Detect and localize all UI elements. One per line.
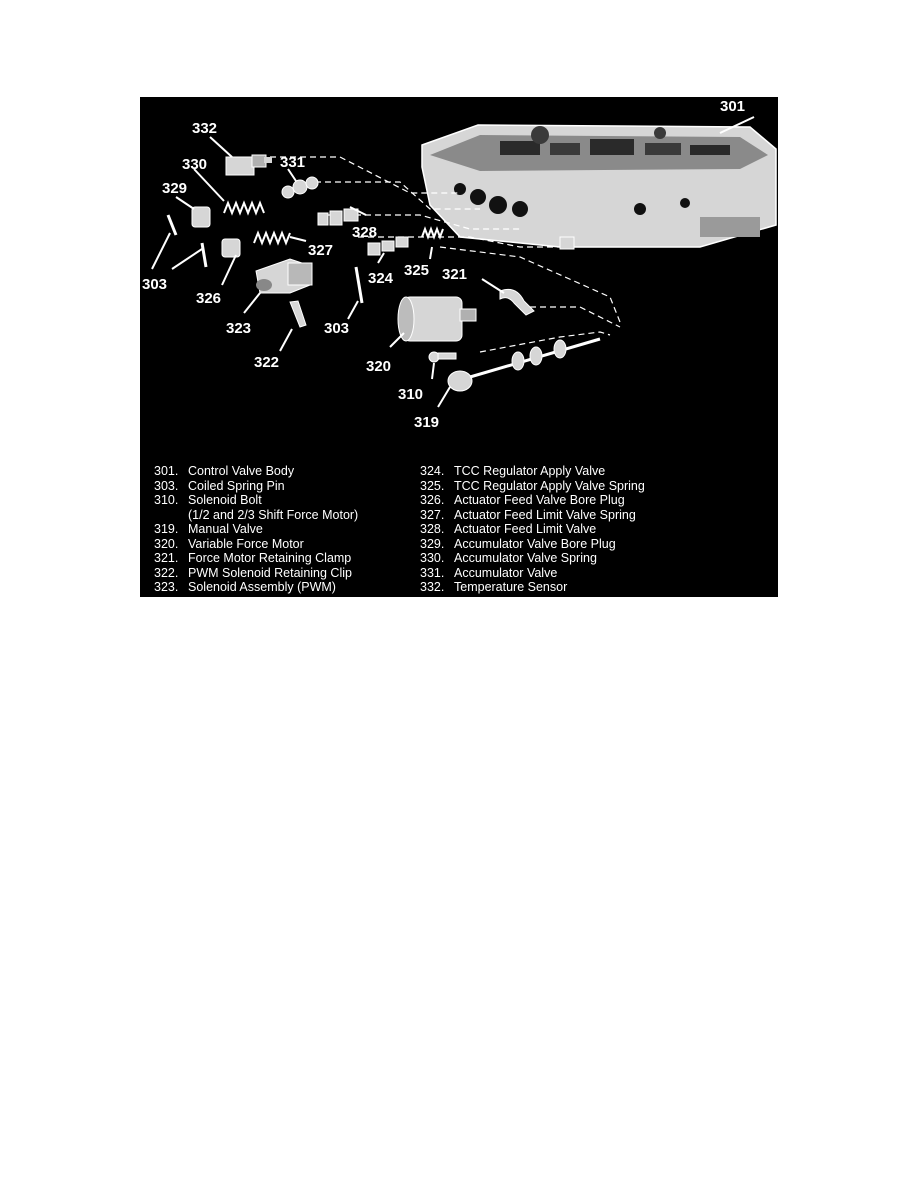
legend-item-label: Actuator Feed Limit Valve <box>454 522 597 536</box>
legend-item-number: 323. <box>154 580 179 594</box>
legend-item-number: 324. <box>420 464 445 478</box>
legend-item-number: 301. <box>154 464 179 478</box>
legend-item-label: Accumulator Valve Bore Plug <box>454 536 616 551</box>
accumulator-bore-plug-part <box>191 206 211 228</box>
legend-item: 326. Actuator Feed Valve Bore Plug <box>420 493 770 508</box>
callout-331: 331 <box>280 154 305 171</box>
callout-301: 301 <box>720 98 745 115</box>
legend-item: 328. Actuator Feed Limit Valve <box>420 522 770 537</box>
callout-310: 310 <box>398 386 423 403</box>
legend-item-label: TCC Regulator Apply Valve <box>454 464 606 478</box>
actuator-feed-spring-part <box>253 230 291 246</box>
force-motor-clamp-part <box>499 288 535 316</box>
callout-329: 329 <box>162 180 187 197</box>
legend-item-number: 303. <box>154 478 179 493</box>
spring-pin-part <box>354 266 364 304</box>
legend-item-label: Control Valve Body <box>188 464 295 478</box>
legend-item-number: 326. <box>420 493 445 507</box>
legend-item-label: Accumulator Valve <box>454 565 558 580</box>
legend-item: 325. TCC Regulator Apply Valve Spring <box>420 479 770 494</box>
accumulator-valve-part <box>281 176 319 199</box>
legend-item-number: 331. <box>420 565 445 580</box>
solenoid-bolt-part <box>428 351 457 363</box>
callout-303: 303 <box>142 276 167 293</box>
legend-item-number <box>154 508 188 523</box>
manual-valve-part <box>447 337 601 392</box>
legend-item-number: 322. <box>154 565 179 580</box>
legend-item-label: Coiled Spring Pin <box>188 478 285 493</box>
legend-item: 301. Control Valve Body <box>154 464 424 479</box>
legend-right-column: 324. TCC Regulator Apply Valve 325. TCC Reg… <box>420 464 770 595</box>
legend-item-number: 329. <box>420 536 445 551</box>
legend-item-label: Variable Force Motor <box>188 536 304 551</box>
callout-320: 320 <box>366 358 391 375</box>
legend-item: 319. Manual Valve <box>154 522 424 537</box>
legend-item: 330. Accumulator Valve Spring <box>420 551 770 566</box>
legend-item-label: Solenoid Bolt <box>188 493 262 507</box>
legend-item-label: Actuator Feed Valve Bore Plug <box>454 493 625 507</box>
legend-item: 303. Coiled Spring Pin <box>154 479 424 494</box>
legend-item-label: Accumulator Valve Spring <box>454 551 597 565</box>
spring-pin-part <box>166 214 178 236</box>
alignment-lines <box>270 156 621 353</box>
callout-326: 326 <box>196 290 221 307</box>
control-valve-body <box>421 124 777 250</box>
actuator-feed-bore-plug-part <box>221 238 241 258</box>
variable-force-motor-part <box>397 296 477 342</box>
legend-item-number: 320. <box>154 536 179 551</box>
legend-item-number: 325. <box>420 478 445 493</box>
legend-item: 331. Accumulator Valve <box>420 566 770 581</box>
callout-332: 332 <box>192 120 217 137</box>
pwm-solenoid-part <box>255 258 313 294</box>
legend-item-label: PWM Solenoid Retaining Clip <box>188 565 352 580</box>
callout-330: 330 <box>182 156 207 173</box>
legend-item-number: 328. <box>420 522 445 536</box>
legend-item: 310. Solenoid Bolt <box>154 493 424 508</box>
legend-item-label: Actuator Feed Limit Valve Spring <box>454 507 636 522</box>
tcc-regulator-valve-part <box>367 236 409 256</box>
legend-item: 329. Accumulator Valve Bore Plug <box>420 537 770 552</box>
exploded-view-figure: 301 332 330 331 329 328 327 303 326 324 … <box>140 97 778 597</box>
legend-item-number: 310. <box>154 493 179 507</box>
legend-item: 321. Force Motor Retaining Clamp <box>154 551 424 566</box>
legend-item: 323. Solenoid Assembly (PWM) <box>154 580 424 595</box>
exploded-diagram: 301 332 330 331 329 328 327 303 326 324 … <box>142 98 777 431</box>
temperature-sensor-part <box>225 154 272 176</box>
callout-321: 321 <box>442 266 467 283</box>
callout-303: 303 <box>324 320 349 337</box>
spring-pin-part <box>200 242 208 268</box>
legend-item-label: TCC Regulator Apply Valve Spring <box>454 478 645 493</box>
legend-item-number: 319. <box>154 522 179 536</box>
pwm-retaining-clip-part <box>289 300 307 328</box>
legend-item: 322. PWM Solenoid Retaining Clip <box>154 566 424 581</box>
callout-324: 324 <box>368 270 394 287</box>
legend-item-number: 330. <box>420 551 445 565</box>
legend-item-number: 321. <box>154 551 179 565</box>
callout-325: 325 <box>404 262 429 279</box>
callout-327: 327 <box>308 242 333 259</box>
callout-322: 322 <box>254 354 279 371</box>
legend-item: (1/2 and 2/3 Shift Force Motor) <box>154 508 424 523</box>
callout-319: 319 <box>414 414 439 431</box>
tcc-regulator-spring-part <box>421 226 444 240</box>
callout-328: 328 <box>352 224 377 241</box>
callout-leaders <box>151 116 755 408</box>
accumulator-spring-part <box>223 200 265 216</box>
callout-323: 323 <box>226 320 251 337</box>
legend-item: 327. Actuator Feed Limit Valve Spring <box>420 508 770 523</box>
legend-item: 332. Temperature Sensor <box>420 580 770 595</box>
legend-item-label: Force Motor Retaining Clamp <box>188 551 352 565</box>
legend-item-label: Temperature Sensor <box>454 580 568 594</box>
legend-item-number: 332. <box>420 580 445 594</box>
legend-item-number: 327. <box>420 507 445 522</box>
legend-item-label: Manual Valve <box>188 522 263 536</box>
legend-item: 324. TCC Regulator Apply Valve <box>420 464 770 479</box>
legend-item-label: (1/2 and 2/3 Shift Force Motor) <box>188 507 359 522</box>
legend-item: 320. Variable Force Motor <box>154 537 424 552</box>
legend-item-label: Solenoid Assembly (PWM) <box>188 580 336 594</box>
legend-left-column: 301. Control Valve Body 303. Coiled Spring … <box>154 464 424 595</box>
actuator-feed-limit-valve-part <box>317 208 359 226</box>
